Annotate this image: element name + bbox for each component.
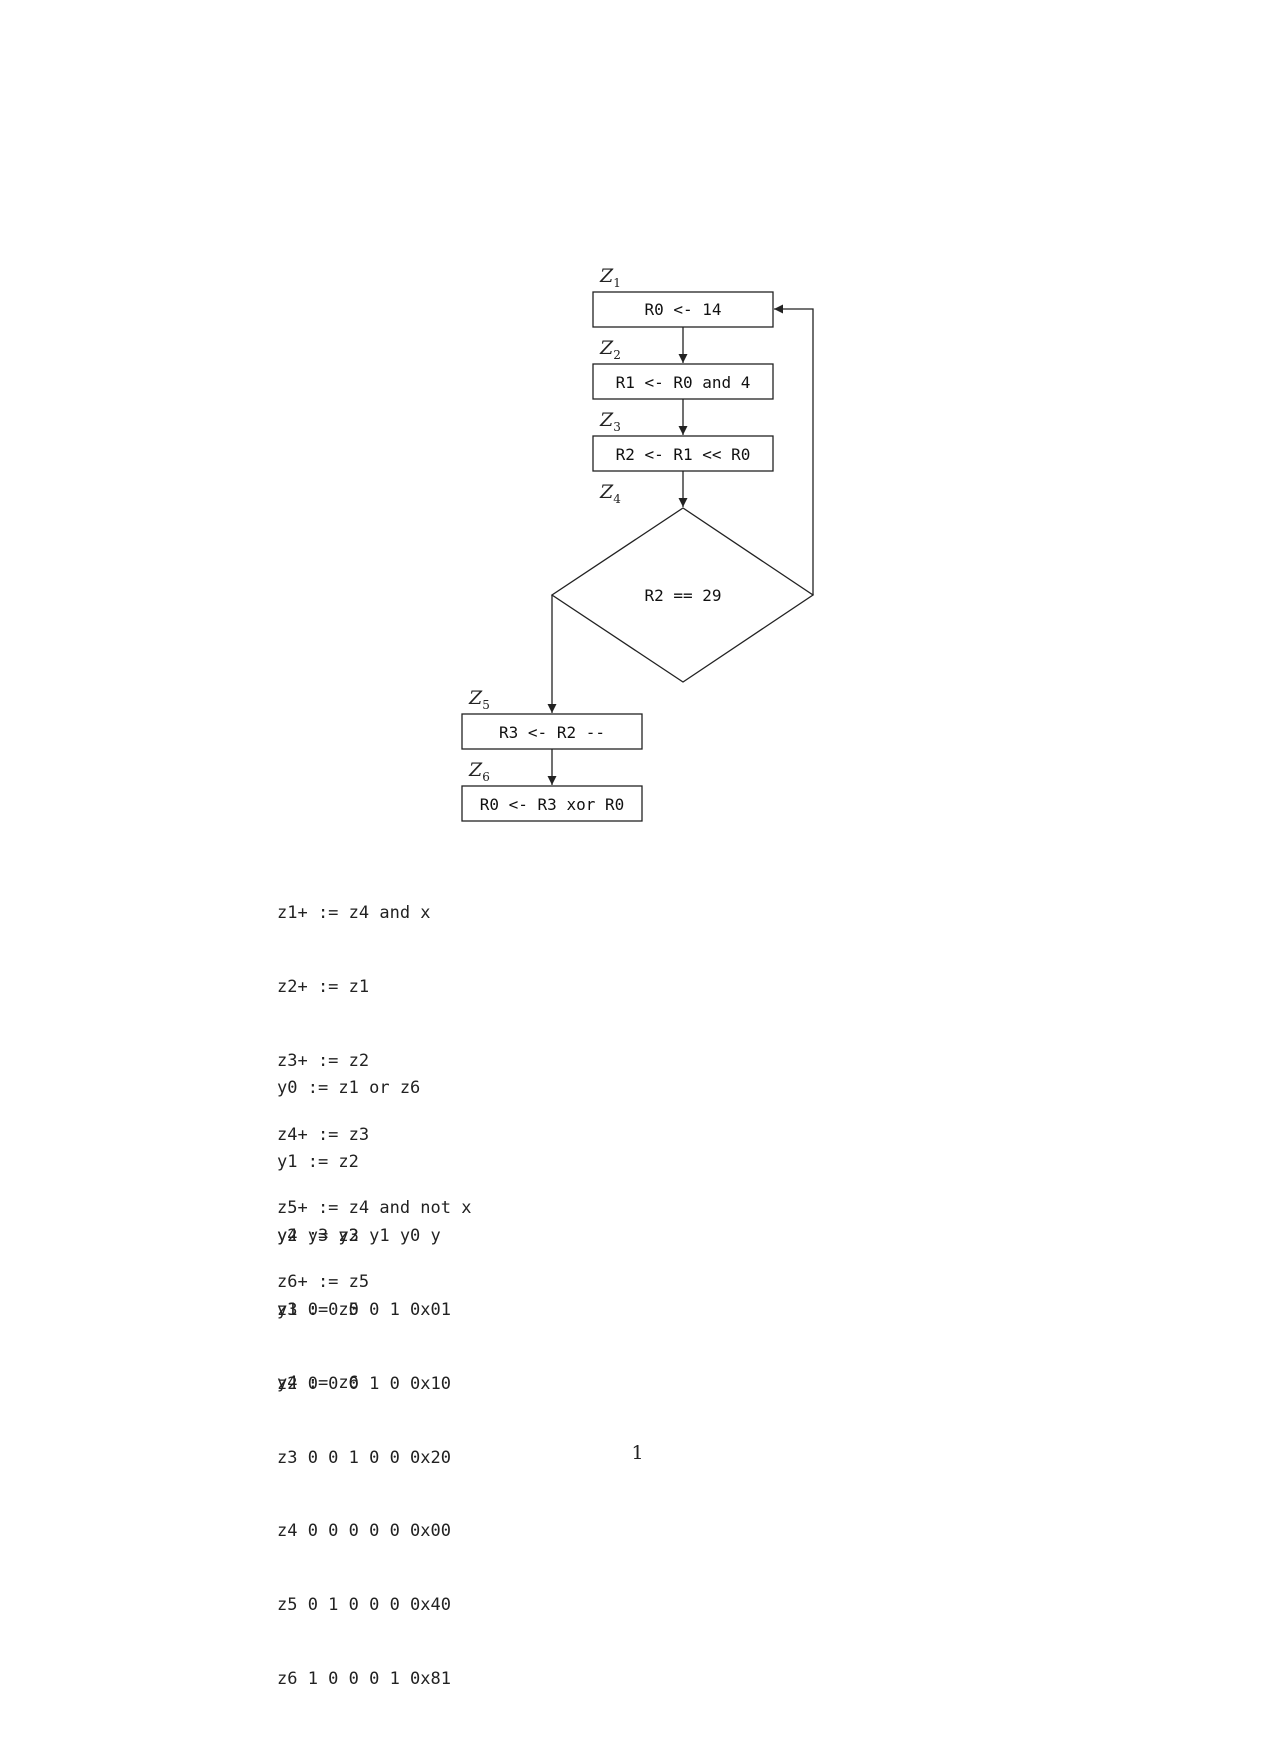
code-line: y4 := z6 [277,1373,359,1394]
state-z2-text: R1 <- R0 and 4 [616,373,751,392]
state-z6-box [461,785,643,822]
state-z1-box [592,291,774,328]
state-z6-label: Z6 [468,759,490,784]
state-z5-box [461,713,643,750]
state-z4: Z4 R2 == 29 [550,481,815,683]
code-line: z2+ := z1 [277,976,370,997]
code-line: z5+ := z4 and not x [277,1198,472,1219]
code-line: z6+ := z5 [277,1272,370,1293]
state-z1: Z1 R0 <- 14 [592,265,774,328]
state-z5-label: Z5 [468,687,490,712]
state-z3: Z3 R2 <- R1 << R0 [592,409,774,472]
state-z2-label: Z2 [599,337,621,362]
state-z1-text: R0 <- 14 [644,300,721,319]
output-table-row: z2 0 0 0 1 0 0x10 [277,1373,451,1394]
flowchart: Z1 R0 <- 14 Z2 R1 <- R0 and 4 Z3 R2 <- R… [461,265,815,822]
state-z6-text: R0 <- R3 xor R0 [480,795,625,814]
transition-equations: z1+ := z4 and x z2+ := z1 z3+ := z2 z4+ … [277,852,471,1344]
edge-z4-loop-z1 [774,304,814,595]
code-line: y1 := z2 [277,1151,359,1172]
page: Z1 R0 <- 14 Z2 R1 <- R0 and 4 Z3 R2 <- R… [277,265,815,1689]
code-line: z3+ := z2 [277,1050,370,1071]
code-line: z4+ := z3 [277,1124,370,1145]
page-number: 1 [631,1442,644,1464]
state-z5: Z5 R3 <- R2 -- [461,687,643,750]
state-z6: Z6 R0 <- R3 xor R0 [461,759,643,822]
output-equations: y0 := z1 or z6 y1 := z2 y2 := z3 y3 := z… [277,1027,420,1445]
decision-text: R2 == 29 [644,586,721,605]
output-table-header: y4 y3 y2 y1 y0 y [277,1226,441,1247]
state-z3-text: R2 <- R1 << R0 [616,445,751,464]
state-z1-label: Z1 [599,265,621,290]
state-z5-text: R3 <- R2 -- [499,723,605,742]
state-z3-label: Z3 [599,409,621,434]
code-line: z1+ := z4 and x [277,903,431,924]
output-table-row: z5 0 1 0 0 0 0x40 [277,1595,451,1616]
code-line: y0 := z1 or z6 [277,1078,421,1099]
output-table-row: z6 1 0 0 0 1 0x81 [277,1668,451,1689]
state-z3-box [592,435,774,472]
code-line: y3 := z5 [277,1299,359,1320]
output-table-row: z1 0 0 0 0 1 0x01 [277,1299,451,1320]
code-line: y2 := z3 [277,1225,359,1246]
state-z2-box [592,363,774,400]
state-z2: Z2 R1 <- R0 and 4 [592,337,774,400]
decision-diamond [550,507,815,683]
output-table-row: z3 0 0 1 0 0 0x20 [277,1447,451,1468]
output-table-row: z4 0 0 0 0 0 0x00 [277,1521,451,1542]
state-z4-label: Z4 [599,481,621,506]
